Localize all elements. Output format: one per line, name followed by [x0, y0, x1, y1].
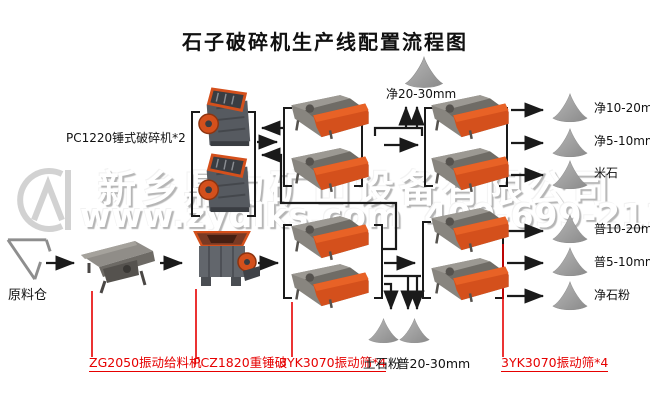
jingshifen-label: 净石粉: [594, 288, 631, 302]
pu10-20-label: 普10-20mm: [594, 222, 650, 236]
arrow-down-tushifen: [383, 282, 399, 311]
primary-crusher-image: [185, 231, 261, 289]
cone-jing10-20-icon: [552, 92, 588, 123]
pu20-30-label: 普20-30mm: [397, 356, 471, 371]
cone-pu10-20-icon: [552, 213, 588, 244]
screens-right-label: 3YK3070振动筛*4: [501, 355, 609, 372]
vibrating-screen-tl1-image: [288, 93, 372, 141]
hopper-label: 原料仓: [8, 288, 48, 303]
jing10-20-label: 净10-20mm: [594, 101, 650, 115]
cone-jing5-10-icon: [552, 127, 588, 158]
vibrating-feeder-image: [79, 239, 159, 297]
vibrating-screen-br1-image: [428, 206, 512, 254]
page-title: 石子破碎机生产线配置流程图: [182, 30, 468, 54]
feeder-label: ZG2050振动给料机: [89, 355, 202, 372]
vibrating-screen-br2-image: [428, 256, 512, 304]
watermark-logo-icon: [4, 162, 84, 238]
bracket-screens-bl-right: [374, 224, 383, 299]
cone-jing20-30-icon: [403, 56, 445, 88]
vibrating-screen-tr2-image: [428, 146, 512, 194]
cone-tushifen-icon: [368, 316, 399, 345]
secondary-crusher-label: PC1220锤式破碎机*2: [66, 131, 186, 145]
hammer-crusher-2-image: [197, 153, 255, 215]
jing5-10-label: 净5-10mm: [594, 134, 650, 148]
vibrating-screen-bl1-image: [288, 214, 372, 262]
vibrating-screen-tl2-image: [288, 146, 372, 194]
vibrating-screen-bl2-image: [288, 262, 372, 310]
pu5-10-label: 普5-10mm: [594, 255, 650, 269]
cone-pu20-30-icon: [399, 316, 430, 345]
cone-pu5-10-icon: [552, 246, 588, 277]
mishi-label: 米石: [594, 166, 619, 180]
line-jing2030-collector: [373, 126, 424, 136]
cone-jingshifen-icon: [552, 280, 588, 311]
hammer-crusher-1-image: [197, 87, 255, 149]
jing20-30-label: 净20-30mm: [386, 87, 457, 101]
tushifen-label: 土石粉: [363, 356, 401, 371]
screens-left-label: 3YK3070振动筛*4: [279, 355, 387, 372]
cone-mishi-icon: [552, 159, 588, 190]
raw-material-hopper-icon: [6, 236, 54, 284]
primary-crusher-label: PCZ1820重锤破: [193, 355, 288, 372]
